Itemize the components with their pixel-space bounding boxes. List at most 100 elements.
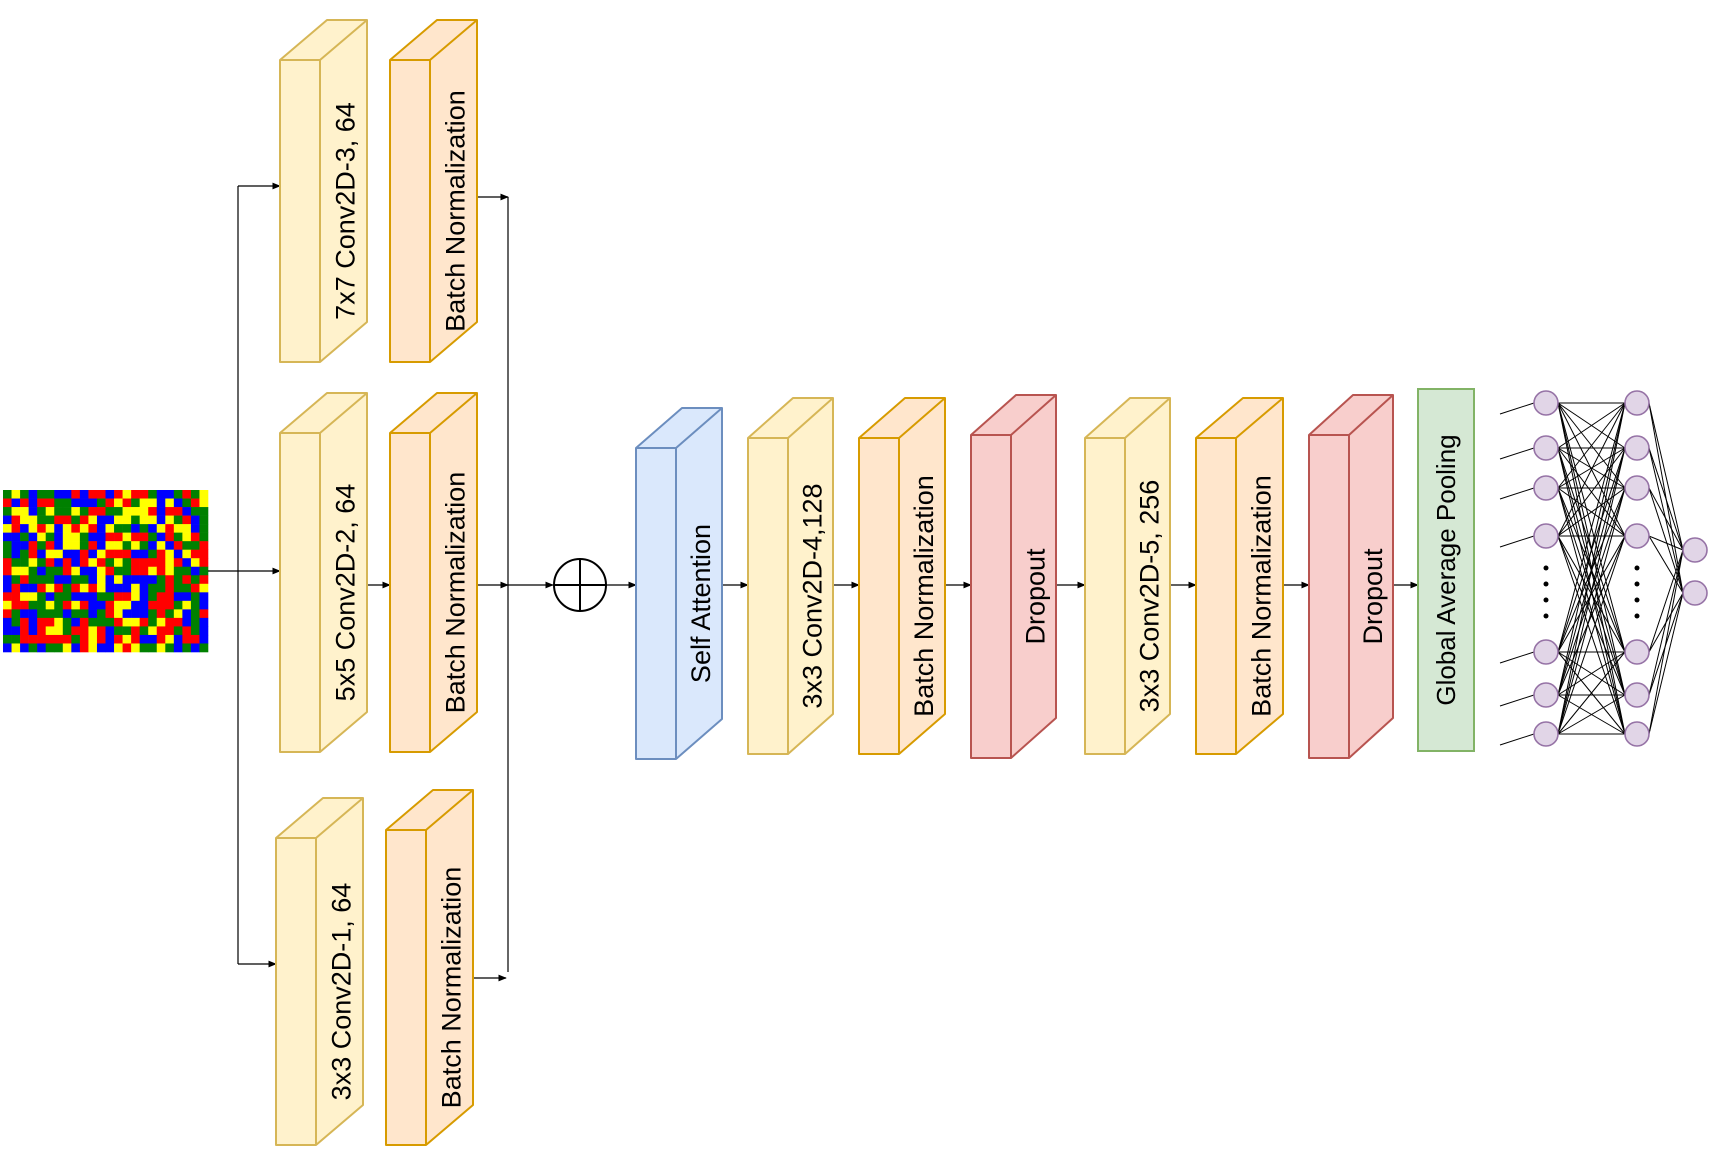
input-pixel [199, 592, 209, 602]
input-pixel [88, 566, 98, 576]
block-edges [1309, 394, 1394, 758]
input-pixel [114, 600, 123, 610]
input-pixel [190, 626, 200, 636]
input-pixel [88, 592, 98, 602]
output-edge [1648, 535, 1684, 551]
input-pixel [148, 617, 158, 627]
input-pixel [79, 583, 89, 593]
neuron [1533, 721, 1559, 747]
input-pixel [122, 490, 132, 499]
input-pixel [45, 634, 55, 644]
input-edge [1499, 447, 1535, 460]
input-pixel [54, 583, 64, 593]
input-pixel [45, 566, 55, 576]
input-pixel [190, 566, 200, 576]
block-label: Self Attention [686, 524, 716, 683]
input-pixel [105, 532, 115, 542]
block-label: Batch Normalization [441, 472, 471, 714]
block-bn5: Batch Normalization [1195, 397, 1284, 755]
input-pixel [54, 617, 64, 627]
input-pixel [165, 532, 175, 542]
input-pixel [148, 600, 158, 610]
input-pixel [62, 532, 72, 542]
input-pixel [173, 541, 183, 550]
input-pixel [79, 515, 89, 525]
input-pixel [182, 592, 192, 602]
input-pixel [45, 617, 55, 627]
input-pixel [45, 515, 55, 525]
input-pixel [199, 575, 209, 585]
block-edges [1196, 397, 1284, 754]
input-pixel [156, 515, 166, 525]
block-outline [279, 392, 368, 753]
input-pixel [45, 532, 55, 542]
input-pixel [122, 549, 132, 559]
input-pixel [139, 490, 149, 499]
input-pixel [139, 549, 149, 559]
input-pixel [173, 600, 183, 610]
input-pixel [190, 575, 200, 585]
input-pixel [54, 515, 64, 525]
input-pixel [173, 558, 183, 568]
input-pixel [3, 643, 12, 653]
input-pixel [96, 600, 106, 610]
input-pixel [3, 549, 12, 559]
input-pixel [148, 643, 158, 653]
output-edge [1648, 549, 1684, 696]
input-pixel [182, 609, 192, 619]
block-label: 5x5 Conv2D-2, 64 [331, 484, 361, 702]
block-global-average-pooling: Global Average Pooling [1417, 388, 1475, 752]
input-pixel [28, 583, 38, 593]
input-pixel [139, 609, 149, 619]
input-pixel [148, 592, 158, 602]
input-pixel [54, 558, 64, 568]
neuron [1624, 475, 1650, 501]
input-pixel [122, 507, 132, 516]
input-pixel [156, 575, 166, 585]
input-pixel [79, 634, 89, 644]
block-outline [970, 394, 1057, 759]
input-pixel [105, 524, 115, 533]
input-pixel [173, 609, 183, 619]
input-pixel [45, 643, 55, 653]
input-pixel [37, 566, 47, 576]
input-pixel [20, 558, 29, 568]
input-pixel [139, 507, 149, 516]
input-pixel [3, 541, 12, 550]
input-pixel [190, 532, 200, 542]
input-pixel [131, 558, 140, 568]
input-pixel [71, 490, 81, 499]
input-pixel [156, 498, 166, 508]
block-dropout1: Dropout [970, 394, 1057, 759]
input-pixel [62, 617, 72, 627]
input-pixel [199, 609, 209, 619]
input-pixel [88, 498, 98, 508]
hidden-edge [1557, 694, 1626, 735]
input-pixel [79, 490, 89, 499]
neuron [1624, 390, 1650, 416]
input-pixel [131, 617, 140, 627]
input-pixel [62, 490, 72, 499]
input-pixel [88, 541, 98, 550]
input-pixel [122, 532, 132, 542]
input-pixel [62, 498, 72, 508]
hidden-edge [1557, 447, 1626, 696]
input-pixel [114, 549, 123, 559]
input-pixel [37, 643, 47, 653]
input-pixel [173, 549, 183, 559]
input-pixel [148, 583, 158, 593]
input-pixel [156, 532, 166, 542]
input-pixel [3, 575, 12, 585]
input-pixel [20, 626, 29, 636]
input-pixel [28, 643, 38, 653]
block-edges [390, 392, 478, 752]
input-pixel [11, 609, 21, 619]
input-pixel [122, 515, 132, 525]
input-pixel [28, 524, 38, 533]
input-pixel [54, 575, 64, 585]
input-pixel [139, 643, 149, 653]
input-pixel [114, 609, 123, 619]
input-pixel [96, 626, 106, 636]
input-pixel [105, 515, 115, 525]
